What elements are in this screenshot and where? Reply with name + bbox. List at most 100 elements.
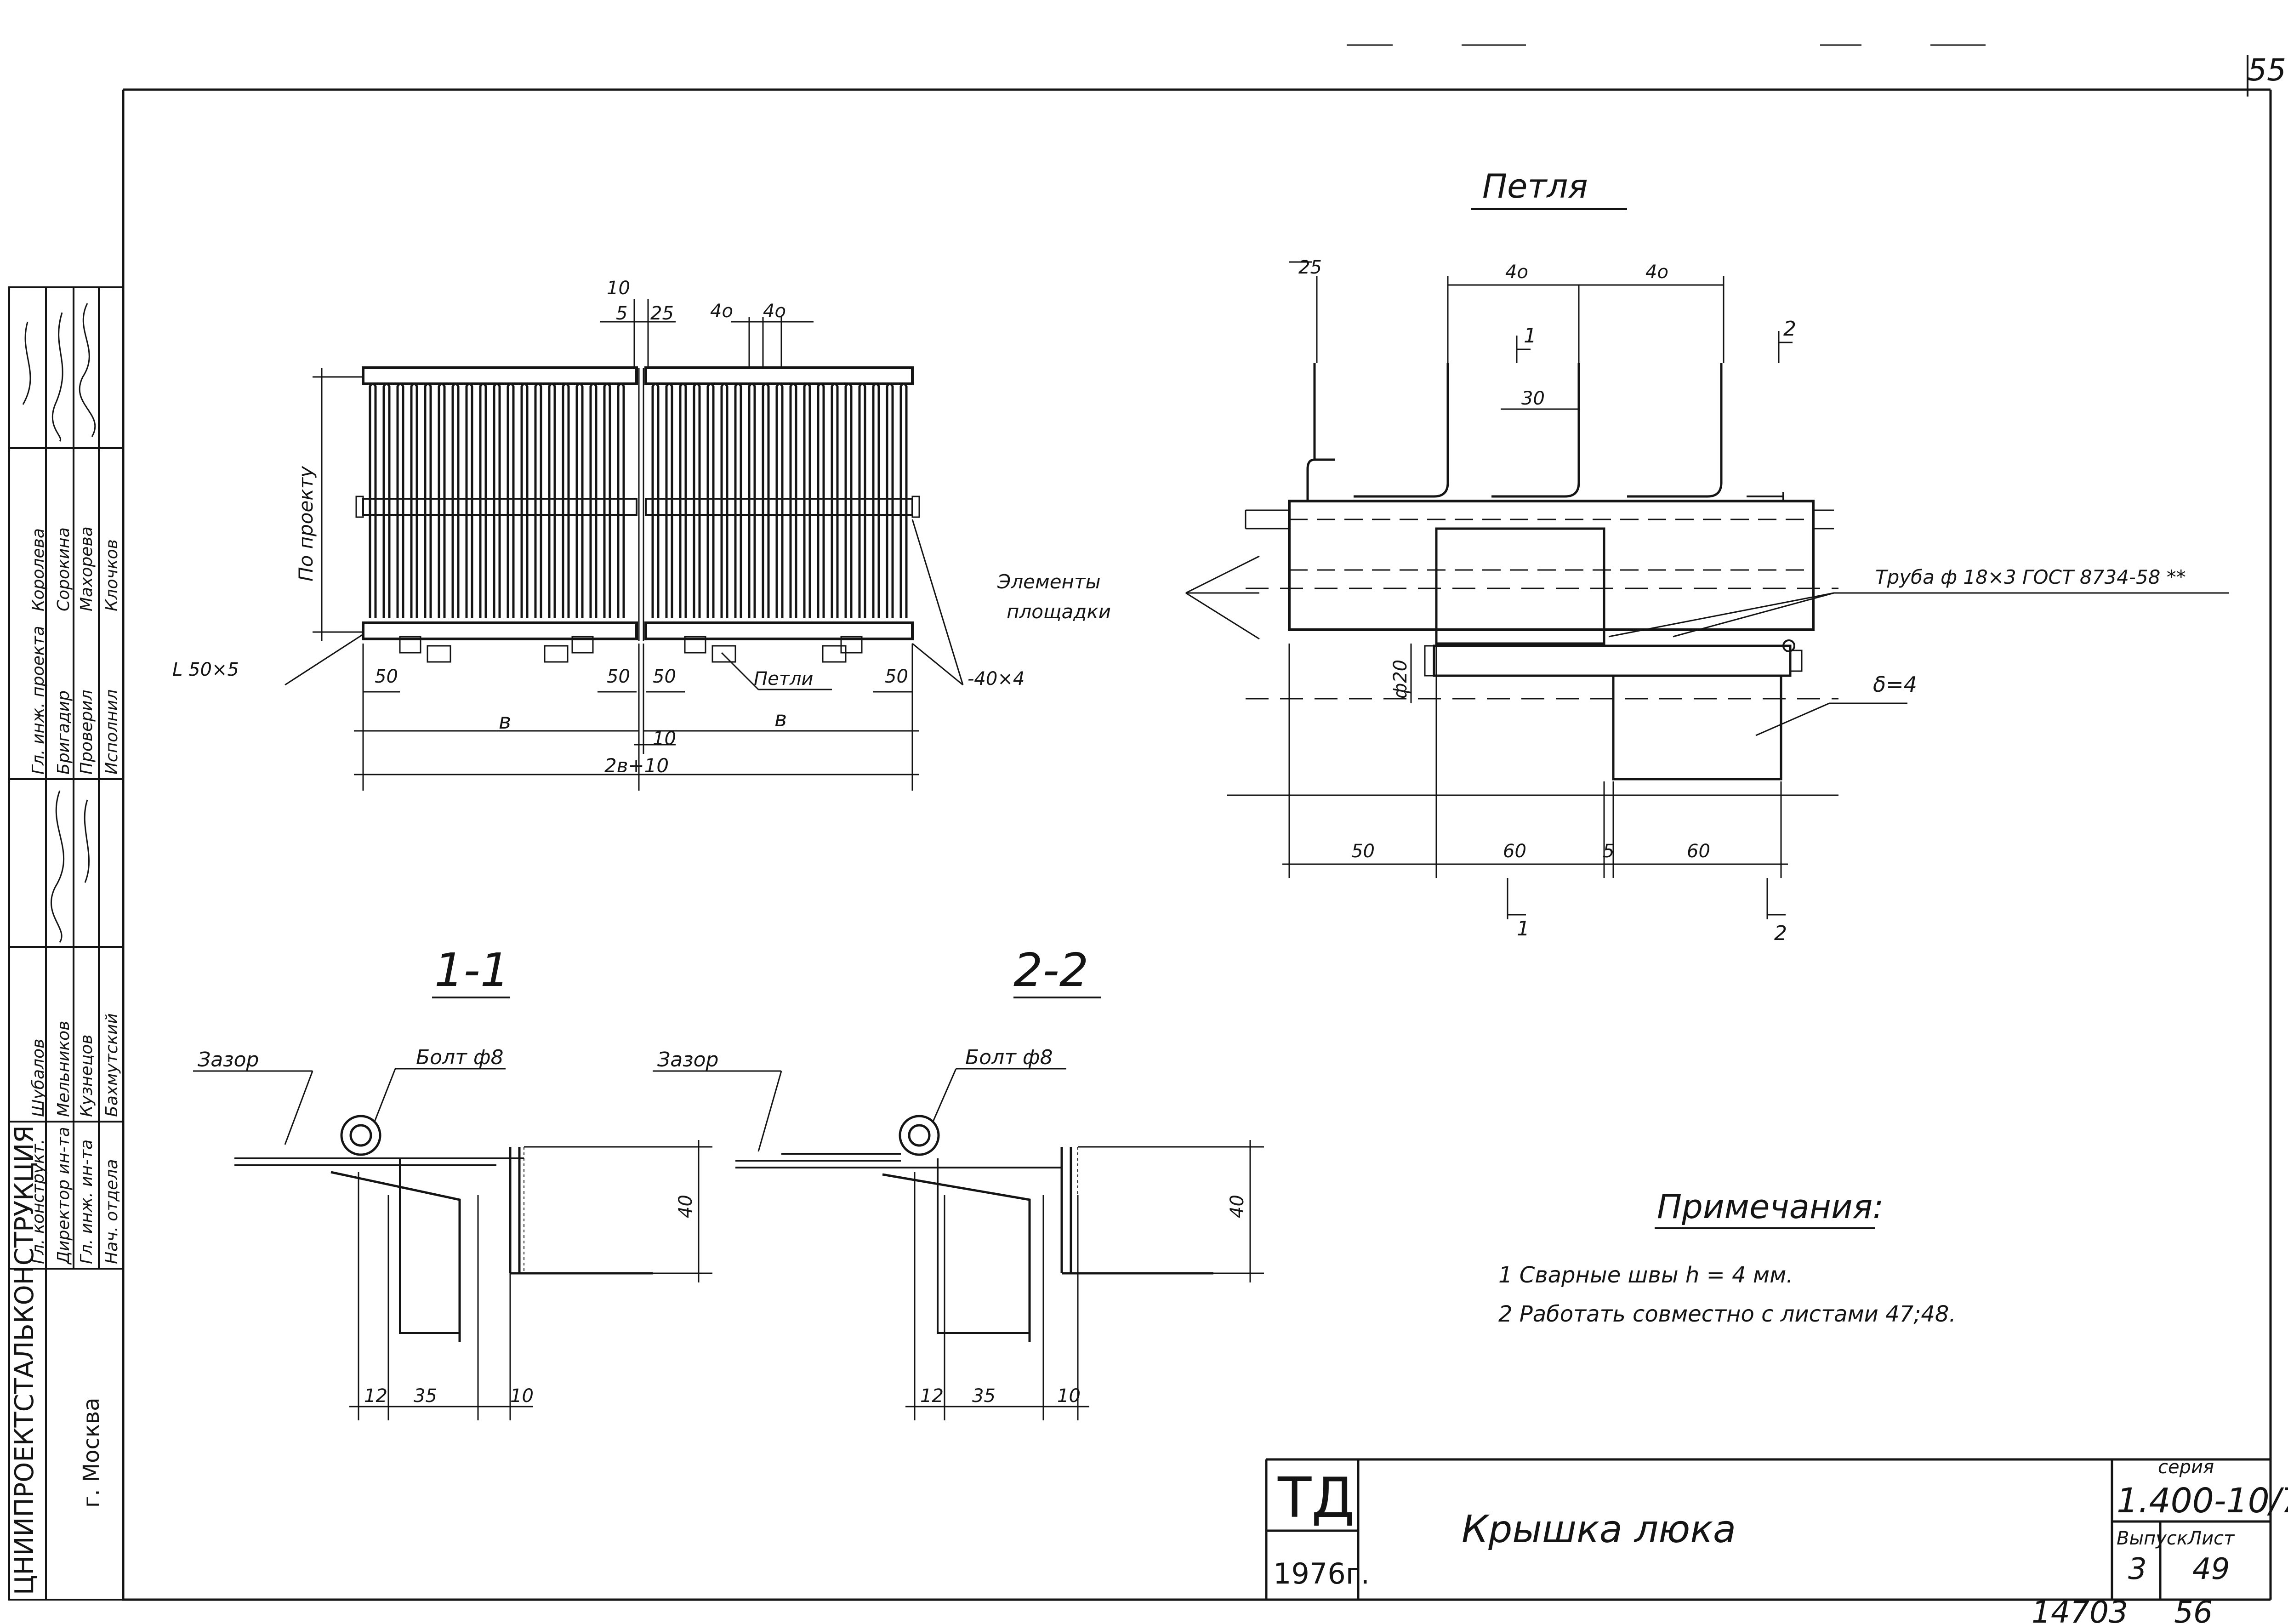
page-number-bottom-left: 14703: [2032, 1595, 2128, 1624]
grating-bar: [438, 382, 446, 618]
section-2-2-view: [653, 997, 1264, 1420]
stamp-sheet-label: Лист: [2187, 1528, 2235, 1549]
section-1-gap-label: Зазор: [198, 1048, 259, 1071]
side-name-1: Мельников: [54, 1021, 73, 1117]
note-2: 2 Работать совместно с листами 47;48.: [1498, 1301, 1956, 1327]
plan-view: [285, 299, 964, 791]
stamp-issue-label: Выпуск: [2117, 1528, 2188, 1549]
plan-dim-bottom-4: 50: [885, 666, 908, 687]
grating-bar: [479, 382, 487, 618]
section-1-title: 1-1: [434, 943, 509, 997]
side-name2-3: Махорева: [77, 526, 96, 611]
grating-bar: [679, 382, 687, 618]
stamp-series-value: 1.400-10/76: [2117, 1481, 2288, 1521]
section-1-dim-35: 35: [414, 1385, 437, 1407]
grating-bar: [872, 382, 880, 618]
loop-dim-40b: 4o: [1645, 262, 1668, 283]
grating-bar: [410, 382, 418, 618]
plan-gap-dim: 10: [653, 728, 676, 749]
loop-dim-bottom-5: 5: [1603, 841, 1614, 862]
plan-dim-top-40b: 4o: [763, 301, 786, 322]
loop-dim-30: 30: [1521, 388, 1545, 409]
section-1-dim-12: 12: [364, 1385, 387, 1407]
grating-bar: [451, 382, 460, 618]
grating-bar: [534, 382, 542, 618]
side-name-2: Кузнецов: [77, 1035, 96, 1117]
grating-bar: [493, 382, 501, 618]
section-2-dim-12: 12: [920, 1385, 944, 1407]
side-name-4: Шубалов: [29, 1039, 48, 1117]
loop-thickness-label: δ=4: [1873, 672, 1917, 697]
side-role2-3: Проверил: [77, 689, 96, 775]
section-2-title: 2-2: [1013, 943, 1088, 997]
grating-bar: [720, 382, 729, 618]
grating-bar: [899, 382, 908, 618]
grating-bar: [382, 382, 391, 618]
grating-bar: [803, 382, 811, 618]
side-name2-2: Сорокина: [54, 527, 73, 611]
side-role-3: Нач. отдела: [102, 1159, 121, 1264]
grating-bar: [548, 382, 556, 618]
section-1-dim-10: 10: [510, 1385, 534, 1407]
grating-bar: [369, 382, 377, 618]
grating-bar: [465, 382, 473, 618]
section-2-dim-35: 35: [972, 1385, 996, 1407]
grating-bar: [775, 382, 784, 618]
grating-bar: [665, 382, 673, 618]
grating-bar: [589, 382, 598, 618]
grating-bar: [651, 382, 660, 618]
stamp-issue-value: 3: [2128, 1552, 2147, 1586]
side-role-1: Директор ин-та: [54, 1127, 73, 1265]
loop-dim-bottom-60a: 60: [1503, 841, 1526, 862]
grating-bar: [886, 382, 894, 618]
loop-pipe-label: Труба ф 18×3 ГОСТ 8734-58 **: [1875, 566, 2186, 588]
plan-loop-label: Петли: [754, 668, 814, 689]
grating-bar: [706, 382, 715, 618]
page-number-top: 55: [2248, 52, 2286, 88]
loop-elements-label-2: площадки: [1007, 600, 1111, 623]
grating-bar: [507, 382, 515, 618]
plan-dim-top-40a: 4o: [710, 301, 733, 322]
grating-bar: [424, 382, 432, 618]
plan-side-label: По проекту: [295, 466, 317, 581]
stamp-year: 1976г.: [1273, 1557, 1370, 1590]
side-city: г. Москва: [79, 1397, 104, 1508]
grating-bar: [562, 382, 570, 618]
grating-bar: [603, 382, 611, 618]
plan-width-b1: в: [499, 709, 511, 734]
side-role2-4: Исполнил: [102, 689, 121, 775]
side-name2-4: Клочков: [102, 539, 121, 611]
plan-dim-top-5: 5: [616, 303, 627, 324]
stamp-sheet-value: 49: [2192, 1552, 2230, 1586]
side-stamp: [8, 286, 124, 1601]
loop-section-1-bottom: 1: [1517, 917, 1530, 940]
side-role-2: Гл. инж. ин-та: [77, 1140, 96, 1264]
stamp-series-label: серия: [2158, 1457, 2214, 1478]
note-1: 1 Сварные швы h = 4 мм.: [1498, 1262, 1793, 1288]
section-1-bolt-label: Болт ф8: [416, 1046, 503, 1069]
side-role2-2: Бригадир: [54, 690, 73, 775]
side-name-3: Бахмутский: [102, 1013, 121, 1117]
loop-dim-bottom-50: 50: [1351, 841, 1375, 862]
plan-dim-bottom-3: 50: [653, 666, 676, 687]
grating-bar: [575, 382, 584, 618]
section-2-dim-10: 10: [1057, 1385, 1081, 1407]
title-block: [1265, 1458, 2271, 1600]
section-1-height-dim: 40: [675, 1195, 696, 1218]
plan-dim-top-25: 25: [650, 303, 674, 324]
loop-view: [1185, 208, 2229, 919]
plan-plate-label: -40×4: [968, 668, 1024, 689]
loop-dim-bottom-60b: 60: [1687, 841, 1710, 862]
side-role2-1: Гл. инж. проекта: [29, 626, 48, 775]
grating-bar: [693, 382, 701, 618]
plan-dim-bottom-1: 50: [375, 666, 398, 687]
grating-bar: [520, 382, 529, 618]
loop-title: Петля: [1482, 167, 1588, 205]
loop-diameter-label: ф20: [1390, 660, 1411, 699]
side-name2-1: Королева: [29, 528, 48, 611]
loop-section-1-top: 1: [1524, 324, 1537, 348]
grating-bar: [789, 382, 797, 618]
grating-bar: [817, 382, 825, 618]
page-number-bottom-right: 56: [2174, 1595, 2213, 1624]
grating-bar: [734, 382, 742, 618]
